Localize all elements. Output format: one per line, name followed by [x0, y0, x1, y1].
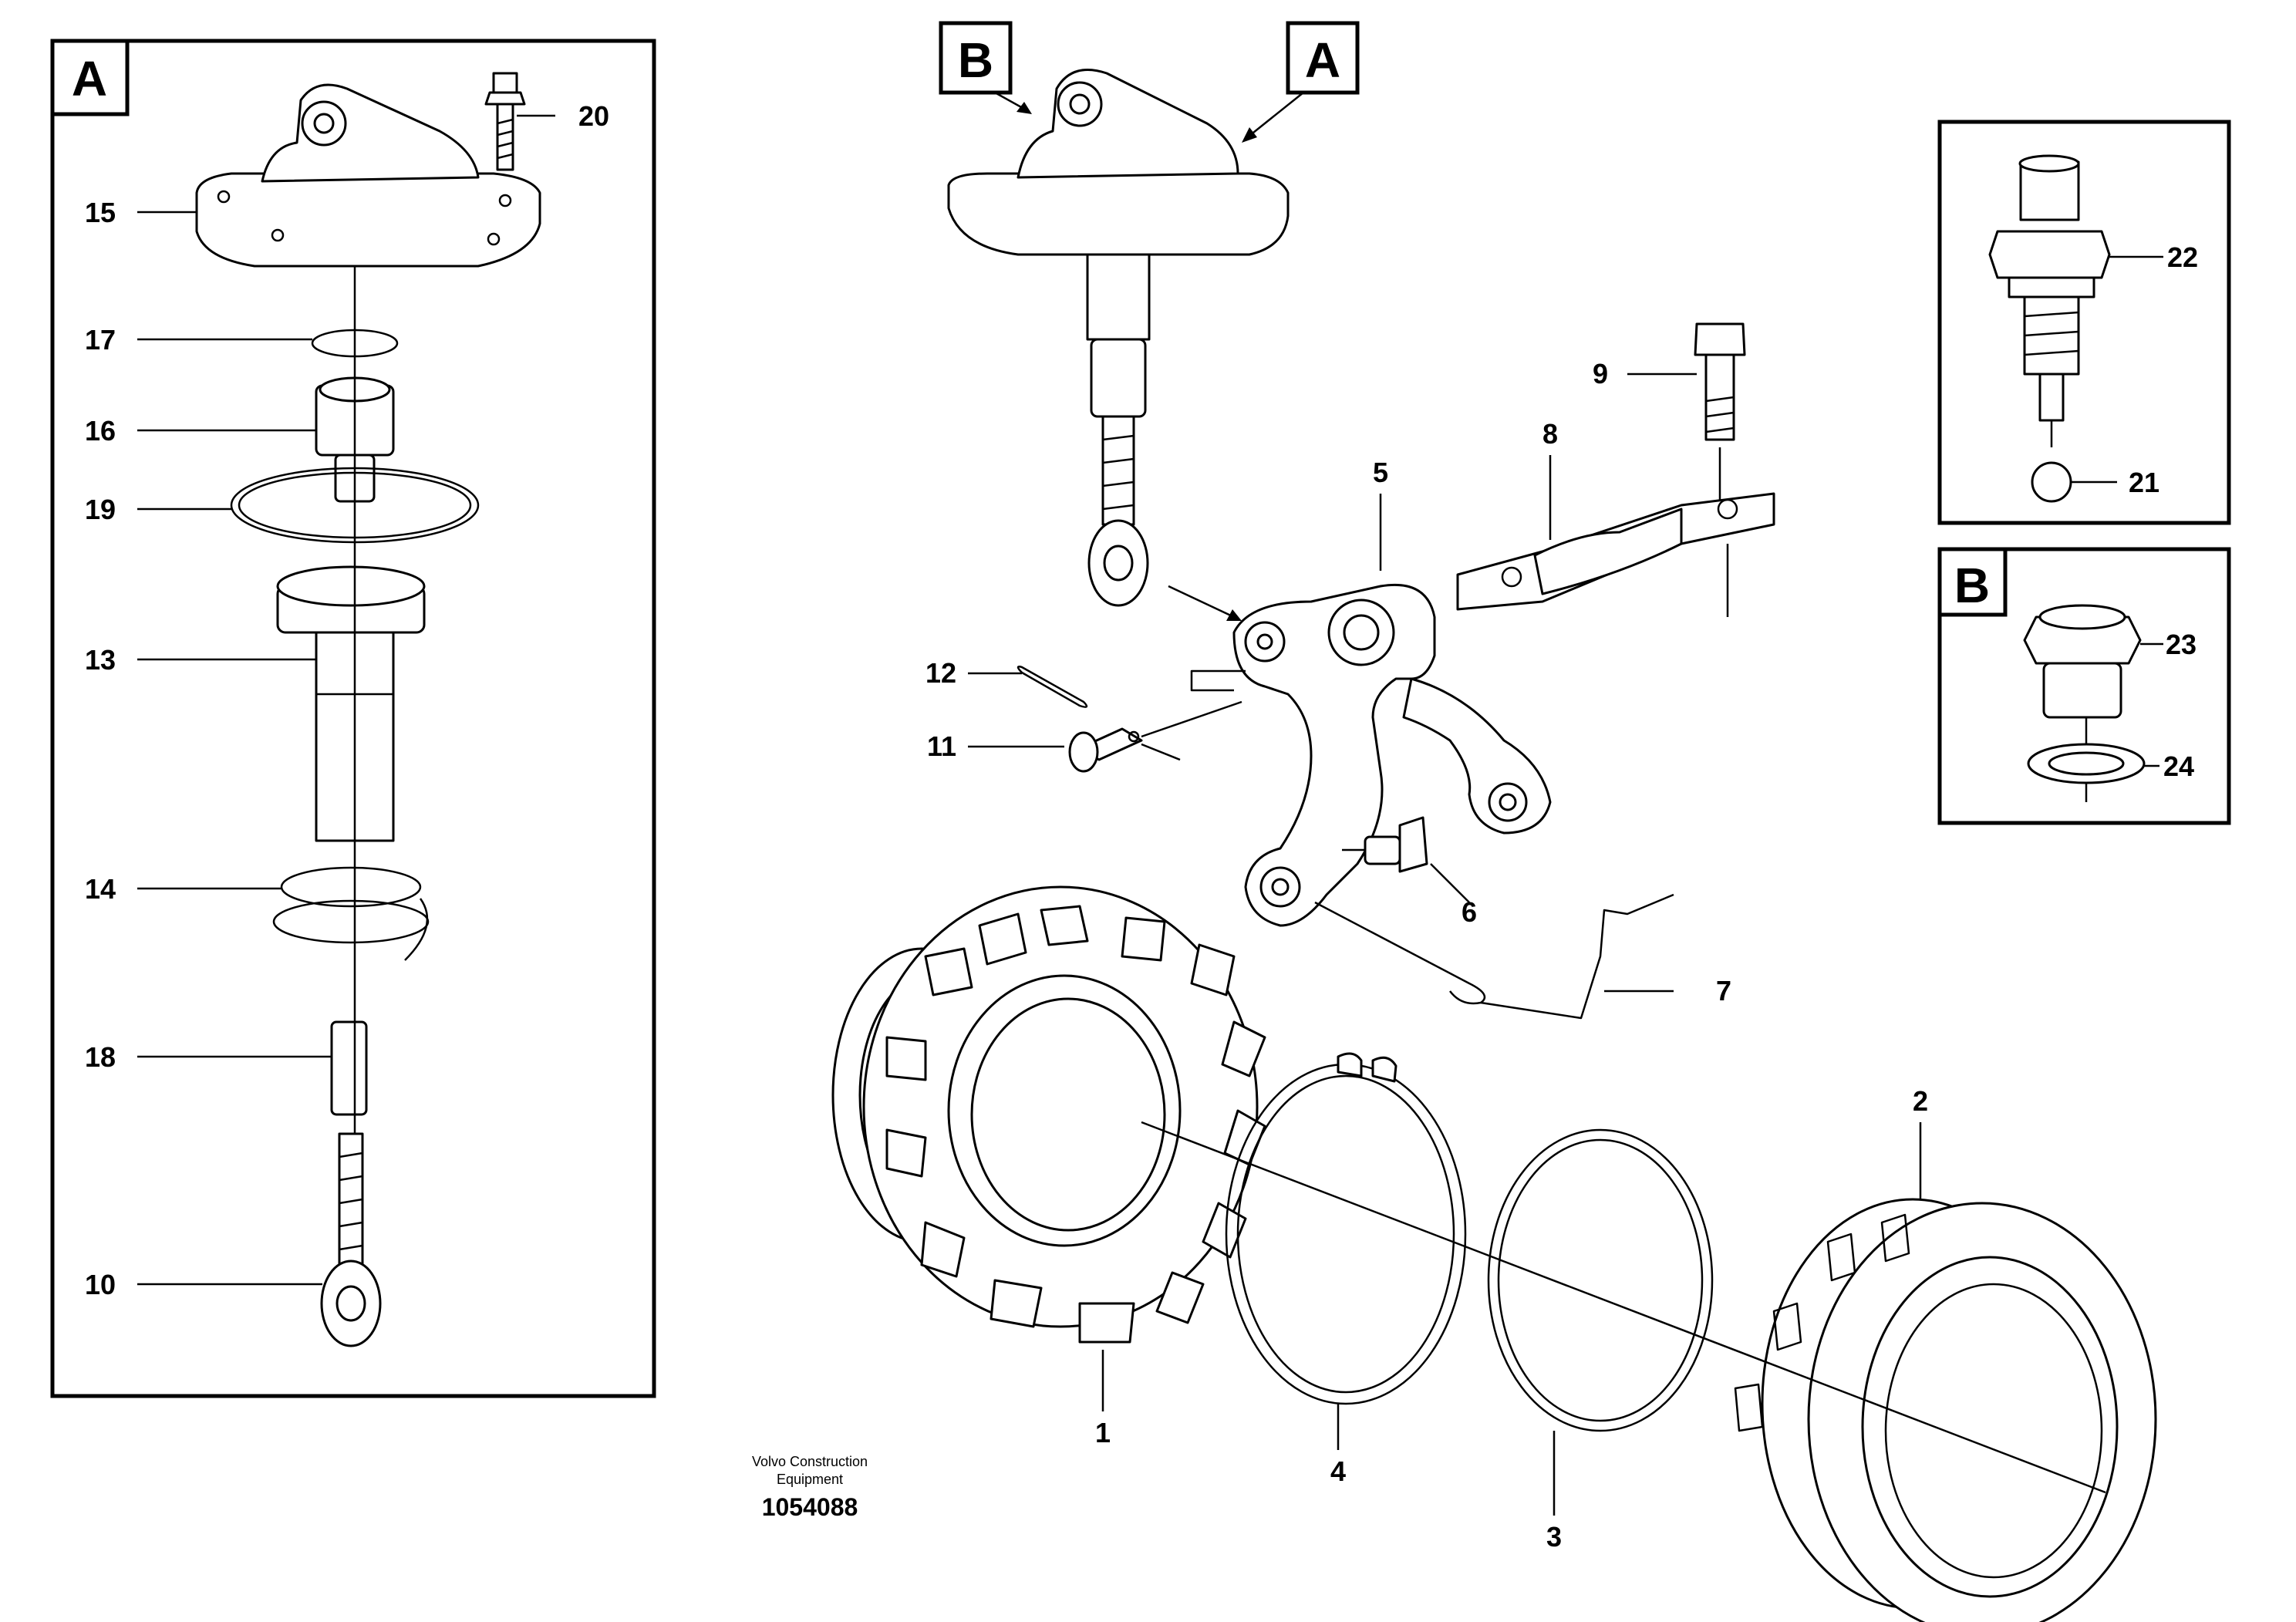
part-1-gear-sleeve	[831, 885, 1266, 1344]
part-13-piston	[276, 565, 426, 842]
footer: Volvo Construction Equipment 1054088	[752, 1454, 868, 1521]
part-8-link	[1456, 492, 1775, 611]
main-tag-a: A	[1305, 32, 1340, 88]
label-20: 20	[578, 100, 609, 132]
label-15: 15	[85, 197, 116, 228]
label-3: 3	[1546, 1521, 1562, 1553]
label-19: 19	[85, 494, 116, 525]
part-18-sleeve	[330, 1020, 368, 1116]
part-22-sensor	[1988, 154, 2111, 422]
part-7-wire	[1314, 893, 1674, 1020]
part-6-pin	[1342, 816, 1428, 873]
part-4-snap-ring	[1225, 1052, 1467, 1405]
view-b-tag: B	[1954, 558, 1990, 613]
part-9-bolt	[1694, 322, 1746, 441]
detail-view-b: B 23 24	[1937, 547, 2231, 825]
label-12: 12	[925, 657, 956, 689]
label-14: 14	[85, 873, 116, 905]
label-9: 9	[1593, 358, 1608, 389]
label-5: 5	[1373, 457, 1388, 488]
label-16: 16	[85, 415, 116, 447]
main-tag-b: B	[958, 32, 993, 88]
label-11: 11	[927, 730, 956, 762]
brand-line-1: Volvo Construction	[752, 1454, 868, 1469]
part-21-ball	[2031, 461, 2072, 503]
label-7: 7	[1716, 975, 1731, 1007]
part-10-eye-bolt	[320, 1132, 382, 1347]
label-21: 21	[2129, 467, 2159, 498]
label-10: 10	[85, 1269, 116, 1300]
drawing-number: 1054088	[762, 1493, 858, 1521]
label-24: 24	[2163, 750, 2194, 782]
brand-line-2: Equipment	[777, 1472, 843, 1487]
part-20-bolt	[484, 72, 526, 171]
detail-view-sensor: 22 21	[1937, 120, 2231, 525]
part-2-coupling-sleeve	[1734, 1198, 2157, 1622]
label-6: 6	[1462, 896, 1477, 928]
view-a-tag: A	[72, 51, 107, 106]
label-23: 23	[2166, 629, 2197, 660]
label-1: 1	[1095, 1417, 1111, 1448]
part-23-plug	[2023, 604, 2142, 719]
actuator-assembly	[947, 69, 1290, 607]
part-12-cotter-pin	[1017, 666, 1088, 708]
main-assembly: B A	[831, 21, 2157, 1622]
part-15-housing	[195, 83, 541, 268]
part-3-thrust-ring	[1487, 1128, 1714, 1432]
label-17: 17	[85, 324, 116, 356]
part-5-shift-fork	[1232, 583, 1552, 927]
detail-view-a: A	[50, 39, 656, 1398]
label-4: 4	[1330, 1455, 1346, 1487]
label-8: 8	[1542, 418, 1558, 450]
part-14-spring	[272, 866, 430, 961]
part-11-clevis-pin	[1068, 727, 1143, 773]
label-2: 2	[1913, 1085, 1928, 1117]
label-13: 13	[85, 644, 116, 676]
label-18: 18	[85, 1041, 116, 1073]
label-22: 22	[2167, 241, 2198, 273]
part-24-washer	[2027, 743, 2146, 784]
